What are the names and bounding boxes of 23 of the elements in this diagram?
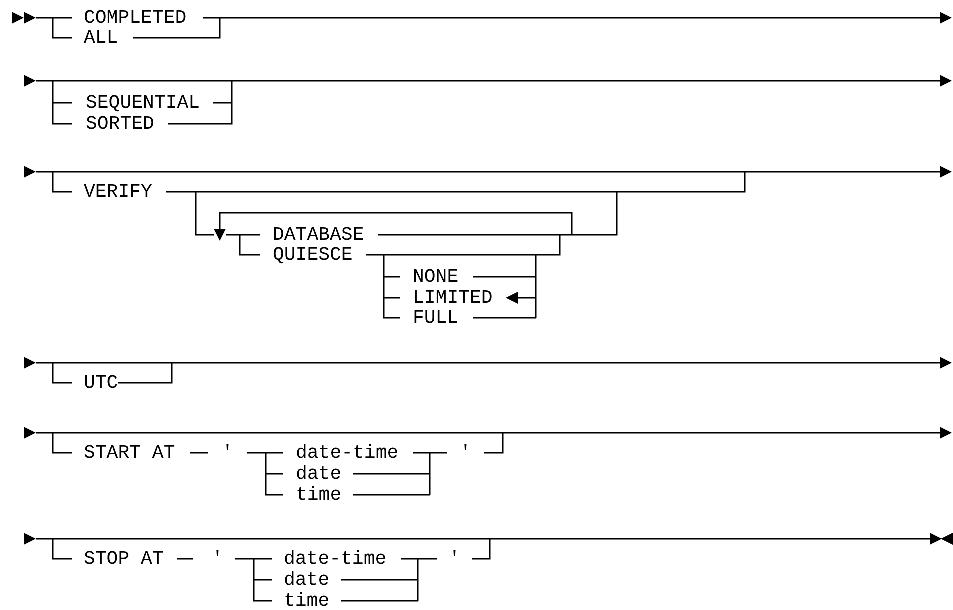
syntax-keyword: COMPLETED: [84, 9, 187, 27]
syntax-keyword: SORTED: [86, 115, 154, 133]
syntax-keyword: QUIESCE: [273, 246, 353, 264]
syntax-variable: time: [296, 486, 342, 504]
syntax-variable: date: [284, 571, 330, 589]
quote-mark: ': [212, 550, 224, 568]
syntax-keyword: ALL: [84, 29, 118, 47]
syntax-variable: date-time: [284, 550, 387, 568]
quote-mark: ': [460, 444, 472, 462]
syntax-keyword: STOP AT: [84, 550, 164, 568]
quote-mark: ': [449, 550, 460, 568]
syntax-keyword: UTC: [84, 374, 118, 392]
quote-mark: ': [222, 444, 234, 462]
syntax-keyword: NONE: [413, 268, 459, 286]
syntax-keyword: START AT: [84, 444, 176, 462]
syntax-keyword: LIMITED: [413, 289, 493, 307]
syntax-variable: date-time: [296, 444, 399, 462]
syntax-keyword: VERIFY: [84, 183, 152, 201]
syntax-keyword: DATABASE: [273, 226, 364, 244]
syntax-keyword: FULL: [413, 309, 459, 327]
syntax-variable: date: [296, 465, 342, 483]
syntax-variable: time: [284, 592, 330, 610]
syntax-keyword: SEQUENTIAL: [86, 94, 200, 112]
